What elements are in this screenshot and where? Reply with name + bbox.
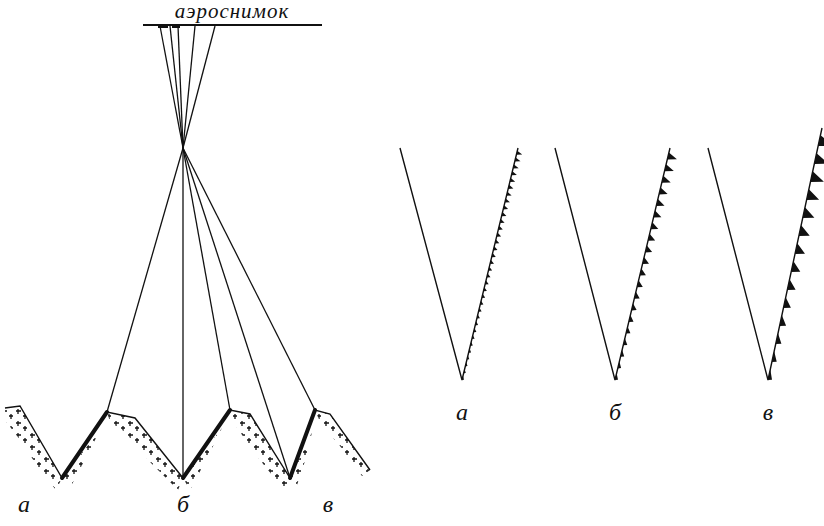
projection-rays	[107, 26, 315, 478]
tick-marks	[768, 135, 824, 380]
point-letter: а	[18, 492, 30, 516]
symbol-letter: в	[763, 400, 773, 424]
point-letter: б	[177, 492, 189, 516]
point-letter: в	[323, 492, 333, 516]
photo-plane	[143, 24, 322, 26]
photo-caption: аэроснимок	[175, 1, 290, 22]
tick-marks	[615, 153, 677, 380]
photo-images	[158, 24, 180, 28]
terrain-texture	[5, 406, 370, 490]
slope-ticks	[462, 135, 824, 380]
terrain-profile	[5, 406, 370, 478]
symbol-letter: а	[456, 400, 468, 424]
tick-marks	[462, 151, 522, 380]
symbol-letter: б	[609, 400, 621, 424]
lit-slopes	[62, 410, 315, 478]
slope-symbols	[400, 128, 822, 380]
terrain-texture	[62, 428, 312, 490]
